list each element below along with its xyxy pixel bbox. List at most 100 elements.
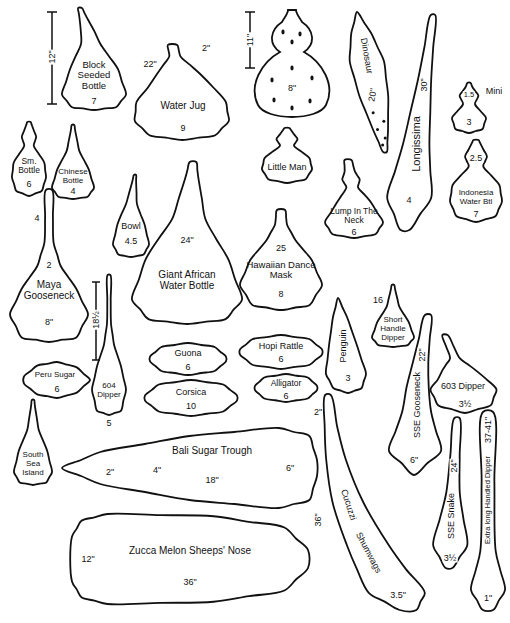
gourd-shape [298, 395, 448, 610]
gourd-line [144, 380, 237, 416]
dimension-label: 2.5 [469, 154, 484, 163]
spot [381, 144, 384, 147]
dimension-label: 1" [483, 594, 493, 603]
gourd-line [23, 362, 90, 398]
gourd-name: Mini [486, 87, 503, 97]
gourd-name: Guona [174, 349, 201, 359]
label-slot: 24" [450, 458, 459, 473]
dimension-label: 4" [152, 466, 162, 475]
gourd-name: Corsica [176, 388, 207, 398]
gourd-line [471, 410, 505, 611]
spot [384, 137, 387, 140]
dimension-label: 6 [277, 355, 284, 364]
dimension-label: 6" [285, 464, 295, 473]
label-slot: 2" [105, 468, 115, 477]
dimension-label: 11" [246, 33, 255, 48]
dimension-label: 7 [472, 210, 479, 219]
gourd-name: Sm. Bottle [14, 157, 44, 176]
seed-dot [290, 66, 293, 71]
dimension-label: 3½ [458, 400, 473, 409]
gourd-name: Chinese Bottle [53, 168, 93, 186]
gourd-name: Peru Sugar [35, 371, 75, 380]
label-slot: 22" [418, 347, 427, 362]
gourd-name: Indonesia Water Btl [452, 189, 500, 207]
dimension-tick [47, 103, 57, 105]
dimension-label: 9 [179, 124, 186, 133]
label-slot: 3 [344, 374, 351, 383]
seed-dot [298, 32, 301, 37]
dimension-label: 18½ [92, 310, 101, 330]
label-slot: 11" [246, 33, 255, 48]
gourd-line [324, 394, 425, 611]
label-slot: 3½ [458, 400, 473, 409]
label-slot: 1" [483, 594, 493, 603]
gourd-name: Short Handle Dipper [374, 316, 412, 342]
gourd-name: Cucuzzi [338, 488, 357, 522]
gourd-shape [145, 380, 237, 416]
dimension-label: 25 [275, 244, 287, 253]
seed-dot [290, 106, 293, 111]
dimension-label: 2" [313, 408, 323, 417]
text-slot: 603 Dipper [438, 382, 488, 392]
text-slot: Lump In The Neck [328, 207, 380, 226]
gourd-outline: Zucca Melon Sheeps' Nose [72, 512, 308, 606]
dimension-label: 5 [105, 419, 112, 428]
gourd-line [372, 285, 414, 347]
gourd-line [430, 334, 496, 413]
seed-dot [308, 99, 311, 104]
label-slot: 8" [44, 318, 54, 327]
text-slot: Maya Gooseneck [14, 279, 84, 301]
spot [376, 128, 379, 131]
gourd-name: Maya Gooseneck [14, 279, 84, 301]
label-slot: 6 [350, 228, 357, 237]
dimension-label: 4.5 [124, 237, 139, 246]
label-slot: 36" [314, 512, 323, 527]
gourd-line [350, 12, 389, 153]
label-slot: 20" [367, 87, 379, 104]
gourd-name: Block Seeded Bottle [71, 60, 117, 91]
dimension-label: 8" [44, 318, 54, 327]
dimension-label: 8 [277, 290, 284, 299]
text-slot: Block Seeded Bottle [71, 60, 117, 91]
gourd-outline: Hopi Rattle [240, 335, 322, 369]
label-slot: 25 [275, 244, 287, 253]
gourd-shape [240, 335, 322, 369]
label-slot: 37-41" [484, 416, 493, 444]
label-slot: 5 [105, 419, 112, 428]
gourd-name: Extra long Handled Dipper [484, 456, 492, 544]
text-slot: Dinosaur [358, 37, 374, 74]
dimension-label: 6 [350, 228, 357, 237]
gourd-name: Hawaiian Dance Mask [246, 260, 316, 281]
label-slot: 8 [277, 290, 284, 299]
gourd-outline: Little Man [262, 128, 312, 183]
dimension-label: 22" [142, 60, 157, 69]
dimension-label: 6 [282, 392, 289, 401]
gourd-line [240, 209, 322, 310]
label-slot: 2" [201, 44, 211, 53]
gourd-shape [72, 512, 308, 606]
label-slot: 18½ [92, 310, 101, 330]
text-slot: Bali Sugar Trough [167, 445, 257, 456]
gourd-outline: Dinosaur [345, 12, 397, 152]
dimension-label: 6" [409, 456, 419, 465]
text-slot: 604 Dipper [93, 382, 125, 400]
gourd-line [92, 274, 126, 415]
gourd-name: SSE Snake [447, 493, 457, 539]
text-slot: Bowl [121, 222, 141, 232]
gourd-line [14, 400, 52, 485]
gourd-line [12, 122, 46, 196]
dimension-label: 12" [80, 555, 95, 564]
gourd-name: Little Man [267, 163, 307, 173]
gourd-line [389, 314, 442, 475]
label-slot: 4 [69, 187, 76, 196]
seed-dot [290, 40, 293, 45]
gourd-shape [325, 160, 383, 238]
label-slot: 6 [282, 392, 289, 401]
label-slot: 2 [45, 261, 52, 270]
dimension-label: 2" [201, 44, 211, 53]
dimension-label: 24" [179, 236, 194, 245]
seed-dot [270, 78, 273, 83]
gourd-name: South Sea Island [16, 451, 50, 477]
label-slot: 12" [48, 49, 57, 64]
